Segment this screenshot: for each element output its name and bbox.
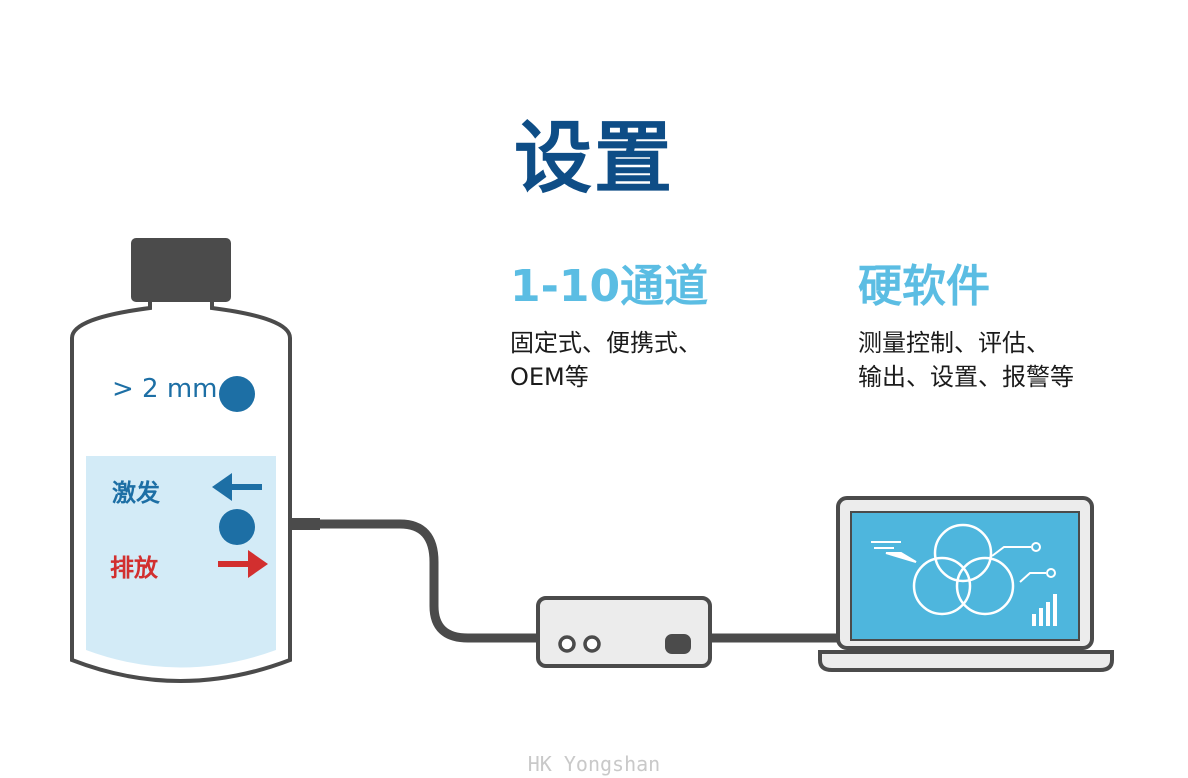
excite-arrow-icon [212,473,262,501]
hardware-line: 输出、设置、报警等 [858,363,1074,391]
hardware-software-heading: 硬软件 [858,261,990,312]
hardware-software-description: 测量控制、评估、 输出、设置、报警等 [858,326,1074,394]
channels-line: OEM等 [510,363,589,391]
excite-label: 激发 [112,479,160,507]
venn-graphic [912,523,1015,616]
callout-lines [871,541,1056,583]
discharge-label: 排放 [110,554,158,582]
watermark-text: HK Yongshan [527,752,661,776]
large-particle [219,376,255,412]
particle-size-label: > 2 mm [112,374,218,404]
channels-heading: 1-10通道 [510,261,709,312]
channels-line: 固定式、便携式、 [510,329,702,357]
laptop-base [818,650,1114,672]
bottle-liquid [86,456,276,668]
discharge-arrow-icon [218,550,268,578]
cable-icon [313,519,545,643]
device-body [536,596,712,668]
signal-bars-icon [1032,594,1057,626]
bottle-cap [131,238,231,302]
cable-connector [292,518,320,530]
sensor-box-icon [536,596,712,668]
measured-particle [219,509,255,545]
laptop-screen [850,511,1080,641]
device-port [558,635,576,653]
bottle-icon [70,238,292,683]
hardware-line: 测量控制、评估、 [858,329,1050,357]
device-port [583,635,601,653]
channels-description: 固定式、便携式、 OEM等 [510,326,702,394]
device-socket [665,634,691,654]
page-title: 设置 [513,114,674,204]
laptop-icon [818,496,1114,672]
